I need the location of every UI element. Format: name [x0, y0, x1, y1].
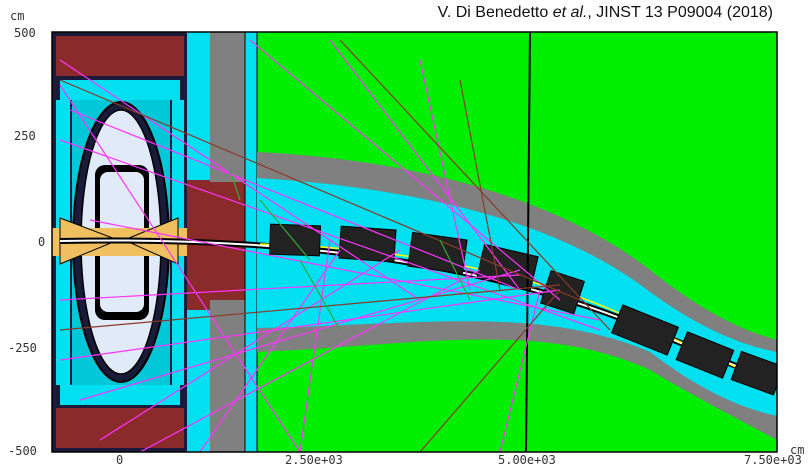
x-tick-7500: 7.50e+03	[744, 453, 802, 467]
citation-authors: V. Di Benedetto	[437, 4, 549, 21]
x-tick-0: 0	[116, 453, 123, 467]
magnet-top	[56, 36, 184, 76]
citation-etal: et al.	[552, 4, 588, 21]
citation-ref: , JINST 13 P09004 (2018)	[587, 4, 773, 21]
calorimeter-bottom	[60, 385, 180, 405]
y-tick-500: 500	[14, 26, 36, 40]
citation-label: V. Di Benedetto et al., JINST 13 P09004 …	[438, 4, 773, 22]
calorimeter-top	[60, 80, 180, 100]
y-tick-0: 0	[38, 235, 45, 249]
x-tick-5000: 5.00e+03	[498, 453, 556, 467]
y-tick-minus500: -500	[8, 444, 37, 458]
y-unit-label: cm	[10, 9, 24, 23]
y-tick-250: 250	[14, 129, 36, 143]
y-tick-minus250: -250	[8, 341, 37, 355]
particle-tracks	[59, 39, 611, 452]
plot-frame	[51, 31, 778, 453]
x-tick-2500: 2.50e+03	[285, 453, 343, 467]
x-unit-label: cm	[790, 443, 804, 457]
